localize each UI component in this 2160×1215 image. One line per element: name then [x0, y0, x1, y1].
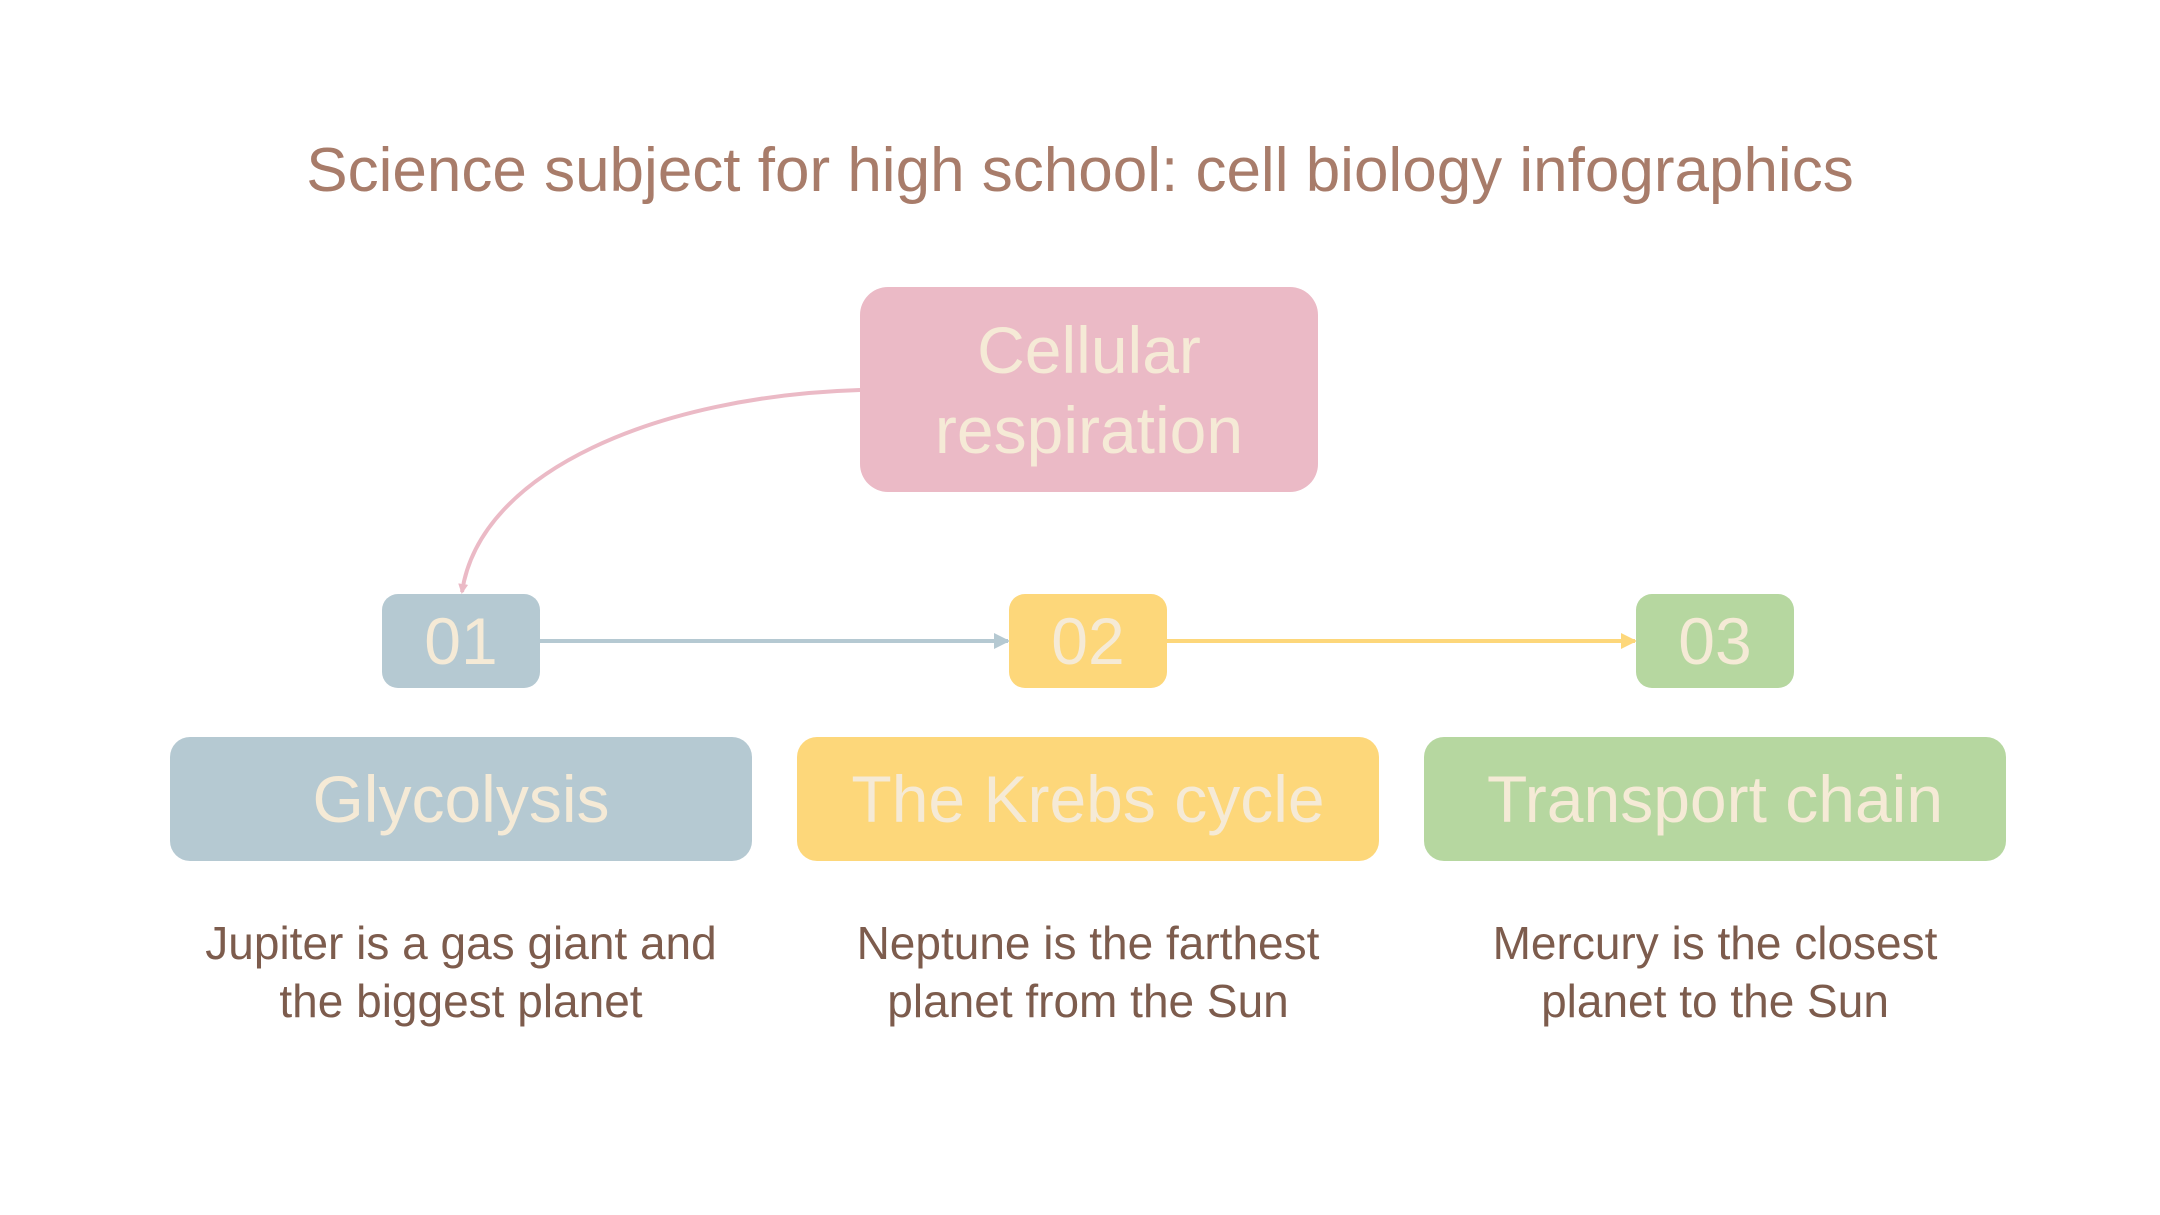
step-2-label-box: The Krebs cycle — [797, 737, 1379, 861]
step-2-description: Neptune is the farthest planet from the … — [856, 917, 1320, 1027]
page-title: Science subject for high school: cell bi… — [306, 136, 1854, 205]
step-2-number-badge: 02 — [1009, 594, 1167, 688]
step-1-label-box: Glycolysis — [170, 737, 752, 861]
step-1-description: Jupiter is a gas giant and the biggest p… — [205, 917, 717, 1027]
step-1-number-badge: 01 — [382, 594, 540, 688]
step-3-label-box: Transport chain — [1424, 737, 2006, 861]
cellular-respiration-label: Cellular respiration — [934, 312, 1244, 467]
step-3-description: Mercury is the closest planet to the Sun — [1492, 917, 1938, 1027]
arrow-main-to-step-1 — [458, 388, 861, 594]
step-3-number-badge: 03 — [1636, 594, 1794, 688]
cellular-respiration-box: Cellular respiration — [860, 287, 1318, 492]
